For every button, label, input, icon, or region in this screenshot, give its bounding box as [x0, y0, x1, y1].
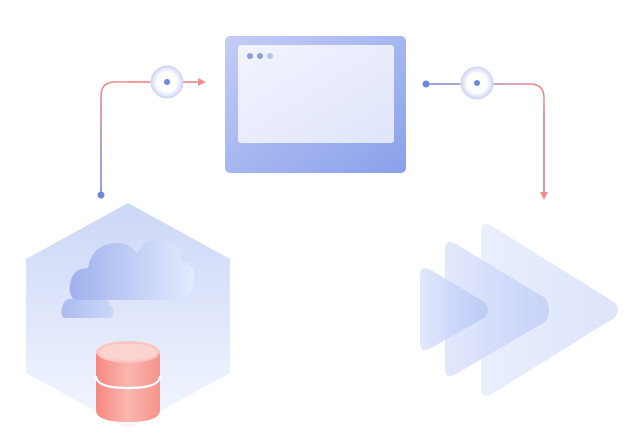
window-dot-icon [267, 53, 273, 59]
browser-window-icon [225, 36, 406, 173]
arrowhead-icon [198, 78, 206, 86]
fast-forward-play-icon [420, 224, 618, 396]
cloud-database-hexagon-icon [26, 203, 230, 429]
connector-left [97, 65, 206, 199]
cloud-icon [61, 239, 195, 318]
window-dot-icon [257, 53, 263, 59]
database-icon [94, 341, 162, 422]
endpoint-dot-icon [97, 191, 105, 199]
window-dot-icon [247, 53, 253, 59]
ring-node-icon [460, 66, 494, 100]
connector-right [422, 66, 548, 200]
ring-node-icon [150, 65, 184, 99]
arrowhead-icon [540, 192, 548, 200]
endpoint-dot-icon [422, 80, 430, 88]
